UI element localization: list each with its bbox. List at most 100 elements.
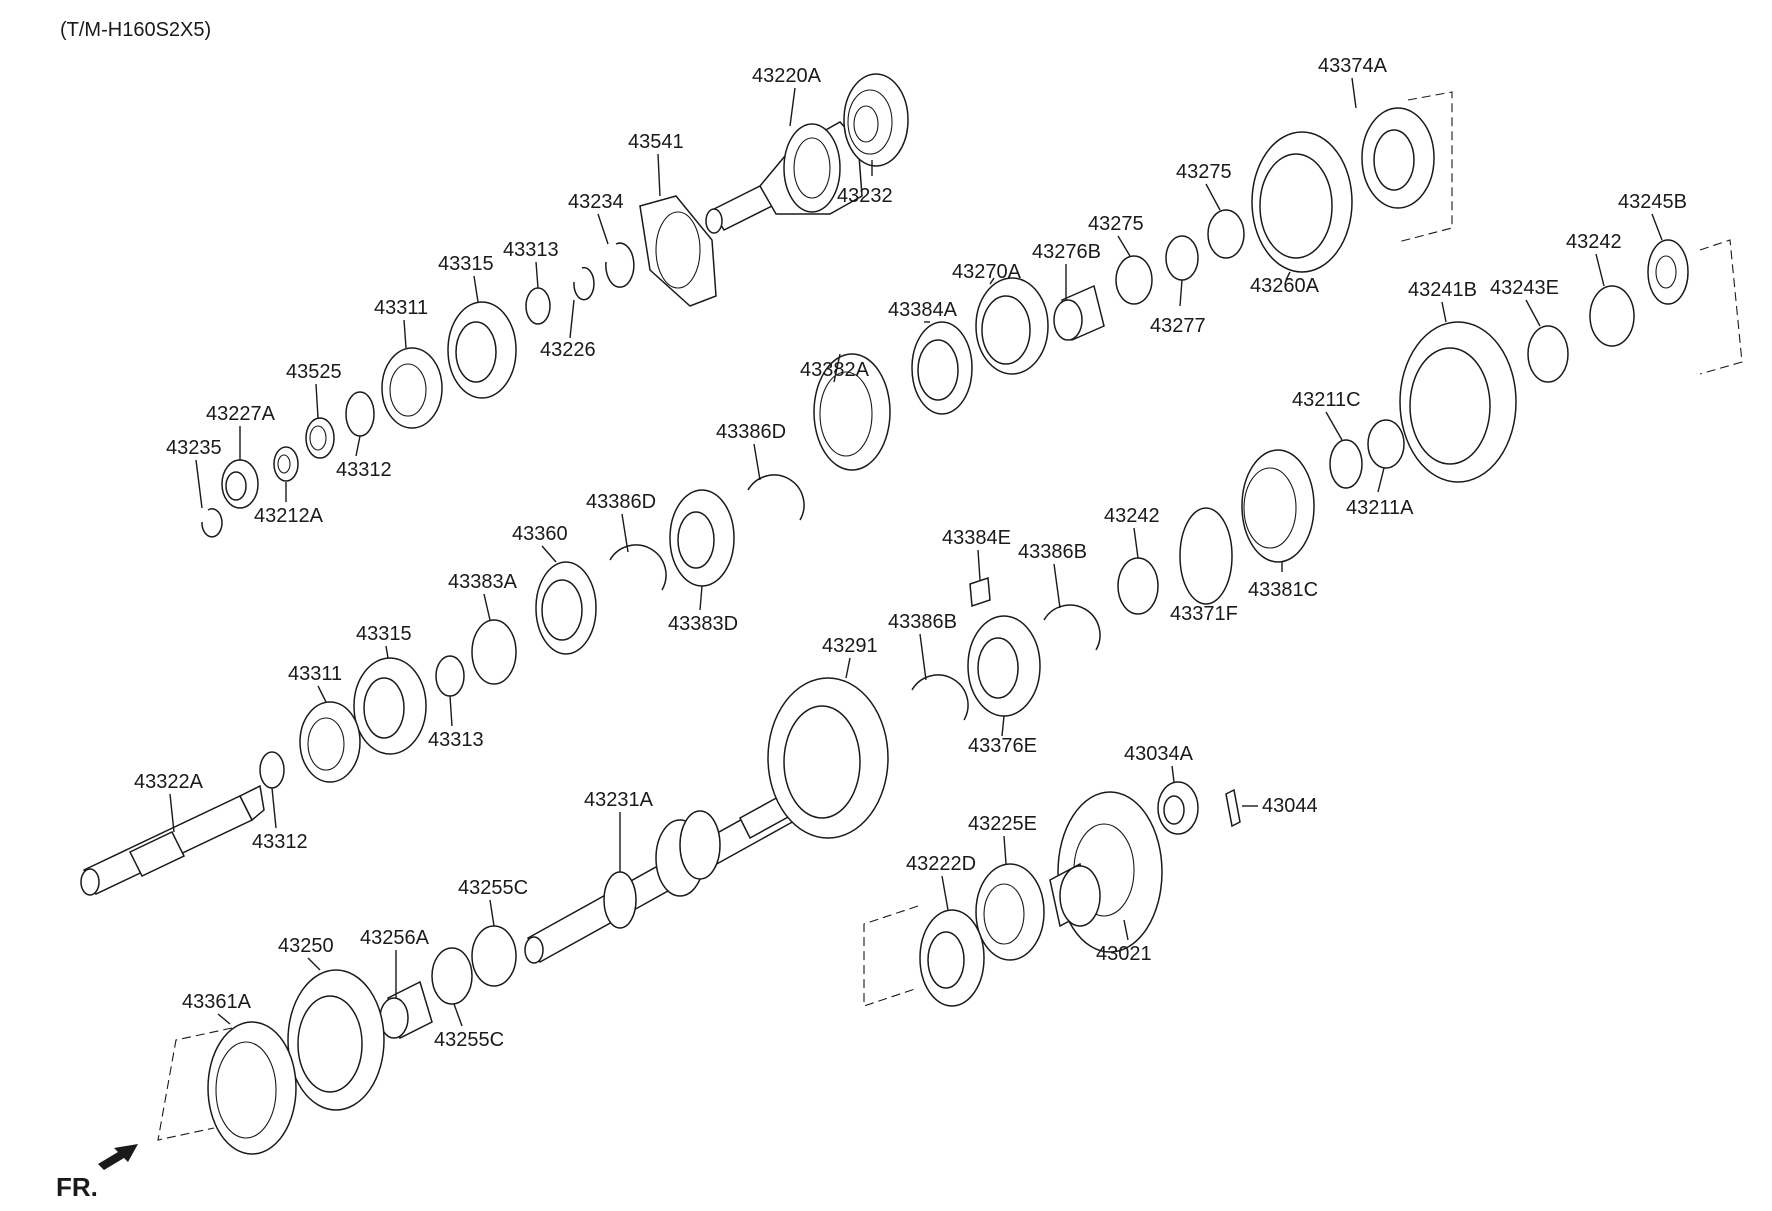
needle-bearing-43255C-upper — [471, 925, 517, 987]
callout-p-43315a: 43315 — [438, 253, 494, 303]
leader-line — [453, 1003, 463, 1027]
callout-p-43312a: 43312 — [336, 435, 392, 481]
part-number-label: 43541 — [628, 131, 684, 153]
cone-43360 — [535, 561, 597, 655]
model-code-label: (T/M-H160S2X5) — [60, 19, 211, 41]
bearing-43525 — [305, 417, 335, 459]
leader-line — [489, 899, 495, 927]
part-number-label: 43315 — [356, 623, 412, 645]
leader-line — [1377, 467, 1385, 493]
gear-43270A — [975, 277, 1049, 375]
leader-line — [315, 383, 319, 419]
part-number-label: 43322A — [134, 771, 204, 793]
part-number-label: 43234 — [568, 191, 624, 213]
callout-p-43220A: 43220A — [752, 65, 822, 127]
part-number-label: 43227A — [206, 403, 276, 425]
callout-p-43322A: 43322A — [134, 771, 204, 833]
hub-43371F — [1179, 507, 1233, 605]
callout-p-43260A: 43260A — [1250, 271, 1320, 297]
leader-line — [1205, 183, 1221, 211]
callout-p-43245B: 43245B — [1618, 191, 1687, 241]
part-number-label: 43313 — [503, 239, 559, 261]
sleeve-43382A — [813, 353, 891, 471]
key-43386B-upper — [1043, 604, 1101, 651]
leader-line — [1285, 271, 1291, 281]
callout-p-43232: 43232 — [837, 160, 893, 207]
callout-p-43241B: 43241B — [1408, 279, 1477, 323]
leader-line — [169, 793, 175, 833]
leader-line — [307, 957, 321, 971]
leader-line — [1117, 235, 1131, 257]
callout-p-43313a: 43313 — [503, 239, 559, 289]
callout-p-43034A: 43034A — [1124, 743, 1194, 783]
input-shaft-43220A — [705, 121, 863, 234]
leader-line — [1171, 765, 1175, 783]
leader-line — [621, 513, 629, 553]
leader-line — [1325, 411, 1343, 441]
callout-p-43256A: 43256A — [360, 927, 430, 998]
leader-line — [1133, 527, 1139, 559]
part-number-label: 43291 — [822, 635, 878, 657]
leader-line — [699, 585, 703, 611]
part-number-label: 43225E — [968, 813, 1037, 835]
leader-line — [1525, 299, 1541, 327]
part-number-label: 43361A — [182, 991, 252, 1013]
sleeve-43243E — [1527, 325, 1569, 383]
part-number-label: 43384E — [942, 527, 1011, 549]
gear-43260A — [1251, 131, 1353, 273]
leader-line — [271, 787, 277, 829]
part-number-label: 43386B — [888, 611, 957, 633]
part-number-label: 43276B — [1032, 241, 1101, 263]
callout-p-43021: 43021 — [1096, 919, 1152, 965]
gear-43315-upper — [447, 301, 517, 399]
part-number-label: 43382A — [800, 359, 870, 381]
dashed-group-43245B — [1699, 239, 1743, 375]
callout-p-43360: 43360 — [512, 523, 568, 563]
callout-p-43255Cb: 43255C — [434, 1003, 504, 1051]
part-number-label: 43255C — [458, 877, 528, 899]
part-number-label: 43270A — [952, 261, 1022, 283]
part-number-label: 43383D — [668, 613, 738, 635]
retainer-plate-43541 — [639, 195, 717, 307]
callout-p-43225E: 43225E — [968, 813, 1037, 865]
callout-p-43381C: 43381C — [1248, 562, 1318, 601]
key-43386D-upper — [747, 474, 805, 521]
leader-line — [541, 545, 557, 563]
part-number-label: 43211A — [1346, 497, 1414, 519]
part-number-label: 43231A — [584, 789, 654, 811]
sleeve-43276B — [1053, 284, 1105, 342]
part-number-label: 43312 — [252, 831, 308, 853]
washer-43313-lower — [435, 655, 465, 697]
output-flange-43021 — [1049, 791, 1163, 953]
part-number-label: 43211C — [1292, 389, 1361, 411]
part-number-label: 43220A — [752, 65, 822, 87]
ring-43277 — [1165, 235, 1199, 281]
callout-p-43313b: 43313 — [428, 695, 484, 751]
leader-line — [1351, 77, 1357, 109]
callout-p-43255Ca: 43255C — [458, 877, 528, 927]
callout-p-43270A: 43270A — [952, 261, 1022, 285]
callout-p-43044: 43044 — [1242, 795, 1318, 817]
part-number-label: 43235 — [166, 437, 222, 459]
callout-p-43371F: 43371F — [1170, 603, 1238, 625]
gear-43241B — [1399, 321, 1517, 483]
callout-p-43312b: 43312 — [252, 787, 308, 853]
callout-p-43311a: 43311 — [374, 297, 428, 349]
part-number-label: 43381C — [1248, 579, 1318, 601]
leader-line — [1651, 213, 1663, 241]
leader-line — [569, 299, 575, 339]
needle-bearing-43311-lower — [299, 701, 361, 783]
snap-ring-43235 — [201, 508, 223, 538]
cone-43384A — [911, 321, 973, 415]
washer-43211C — [1329, 439, 1363, 489]
callout-p-43277: 43277 — [1150, 279, 1206, 337]
snap-ring-43234 — [605, 242, 635, 288]
callout-p-43222D: 43222D — [906, 853, 976, 911]
dashed-group-43361A — [157, 1027, 233, 1141]
washer-43211A — [1367, 419, 1405, 469]
bearing-43232 — [843, 73, 909, 167]
leader-line — [473, 275, 479, 303]
callout-p-43382A: 43382A — [800, 353, 870, 383]
part-number-label: 43021 — [1096, 943, 1152, 965]
